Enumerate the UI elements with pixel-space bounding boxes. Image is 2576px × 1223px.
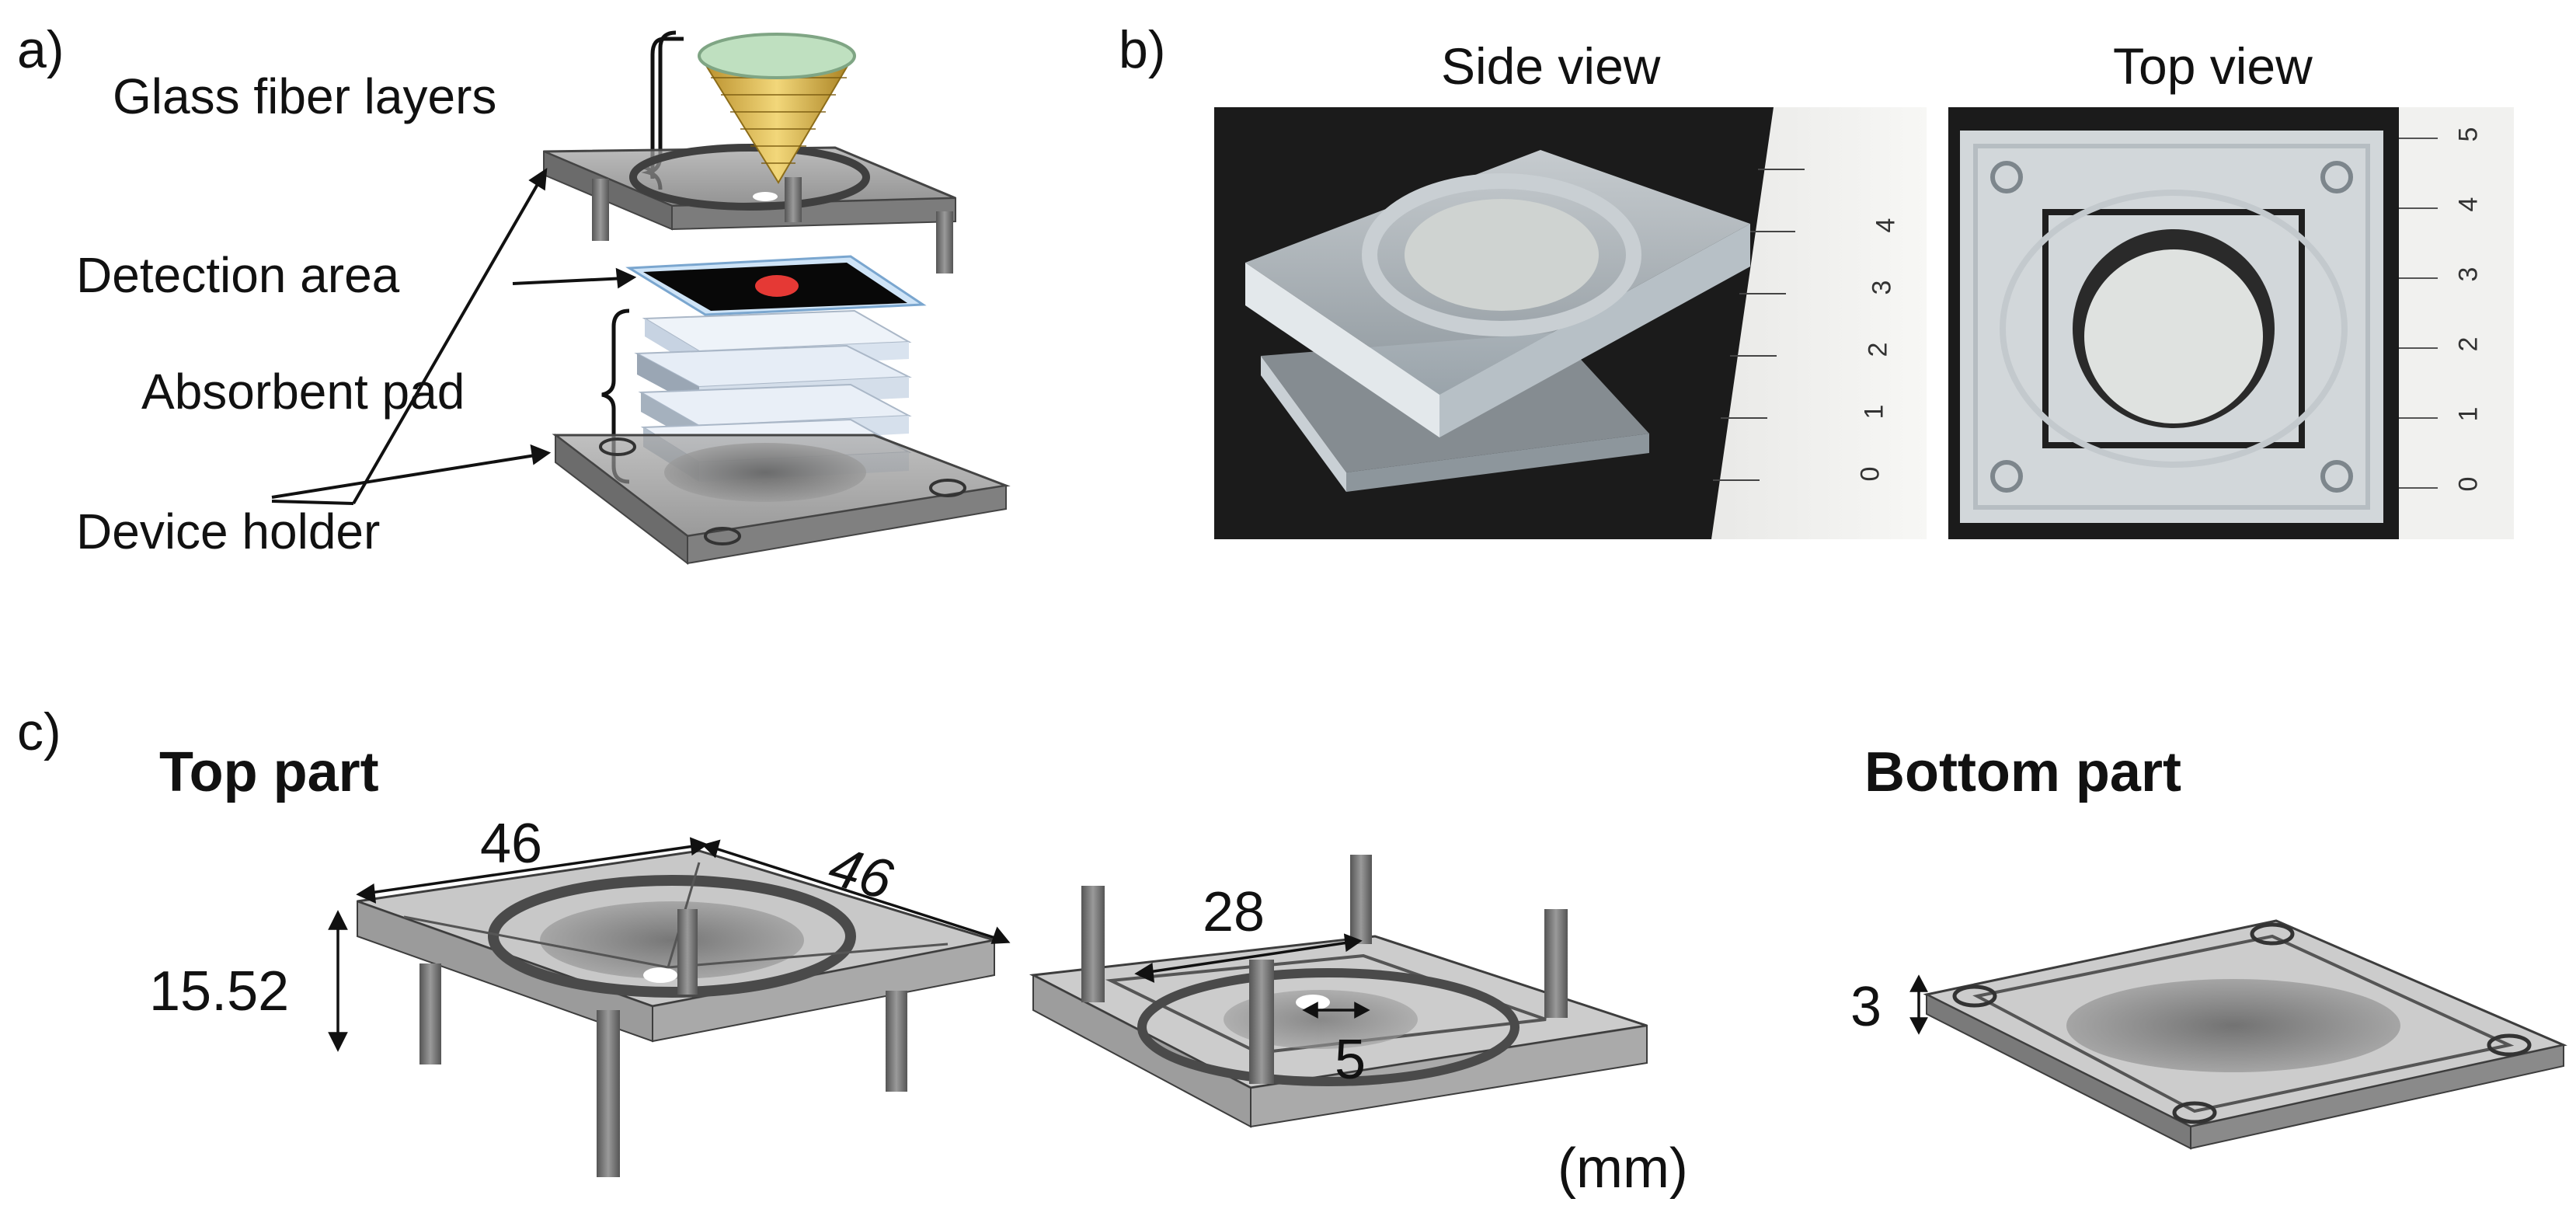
top-ruler-label-1: 1 <box>2453 406 2484 422</box>
leader-arrows-panel-a <box>271 168 637 505</box>
side-view-title: Side view <box>1441 37 1661 95</box>
top-part-title: Top part <box>159 741 379 803</box>
side-ruler-label-4: 4 <box>1871 218 1901 233</box>
side-ruler-label-2: 2 <box>1863 342 1893 357</box>
dimension-arrow-bottom-thickness <box>1909 974 1928 1035</box>
side-ruler-label-1: 1 <box>1859 404 1889 420</box>
top-ruler-label-2: 2 <box>2453 336 2484 352</box>
dimension-arrows-top-part-2 <box>1134 933 1370 1019</box>
panel-c-letter: c) <box>17 702 61 761</box>
top-part-view-2 <box>1029 855 1648 1128</box>
top-ruler <box>2399 107 2514 539</box>
side-ruler-label-3: 3 <box>1867 280 1897 295</box>
detection-area-sheet <box>625 255 927 316</box>
unit-label: (mm) <box>1558 1138 1688 1200</box>
bottom-part-title: Bottom part <box>1864 741 2181 803</box>
dim-hole: 5 <box>1335 1029 1366 1091</box>
panel-b-letter: b) <box>1119 20 1166 79</box>
top-ruler-label-3: 3 <box>2453 267 2484 282</box>
top-holder-plate <box>543 144 956 274</box>
label-device-holder: Device holder <box>76 503 381 559</box>
glass-fiber-cone <box>698 33 856 184</box>
top-ruler-label-0: 0 <box>2453 476 2484 492</box>
side-ruler-label-0: 0 <box>1855 466 1885 482</box>
dim-inner: 28 <box>1203 881 1265 943</box>
panel-a-letter: a) <box>17 20 64 79</box>
label-glass-fiber-layers: Glass fiber layers <box>113 68 497 124</box>
top-ruler-label-5: 5 <box>2453 127 2484 142</box>
top-view-photo: 0 1 2 3 4 5 <box>1948 107 2514 539</box>
top-view-title: Top view <box>2113 37 2313 95</box>
bottom-part-view <box>1923 919 2567 1150</box>
bottom-holder-plate <box>552 433 1011 566</box>
top-part-view-1 <box>357 849 995 1177</box>
top-ruler-label-4: 4 <box>2453 197 2484 212</box>
label-detection-area: Detection area <box>76 247 400 303</box>
side-ruler <box>1711 107 1927 539</box>
label-absorbent-pad: Absorbent pad <box>141 364 465 420</box>
dim-bottom-thickness: 3 <box>1850 976 1882 1038</box>
dim-height: 15.52 <box>149 960 290 1023</box>
side-view-photo: 0 1 2 3 4 <box>1214 107 1927 539</box>
dimension-arrows-top-part <box>328 837 1011 1052</box>
dim-width-a: 46 <box>480 813 543 875</box>
